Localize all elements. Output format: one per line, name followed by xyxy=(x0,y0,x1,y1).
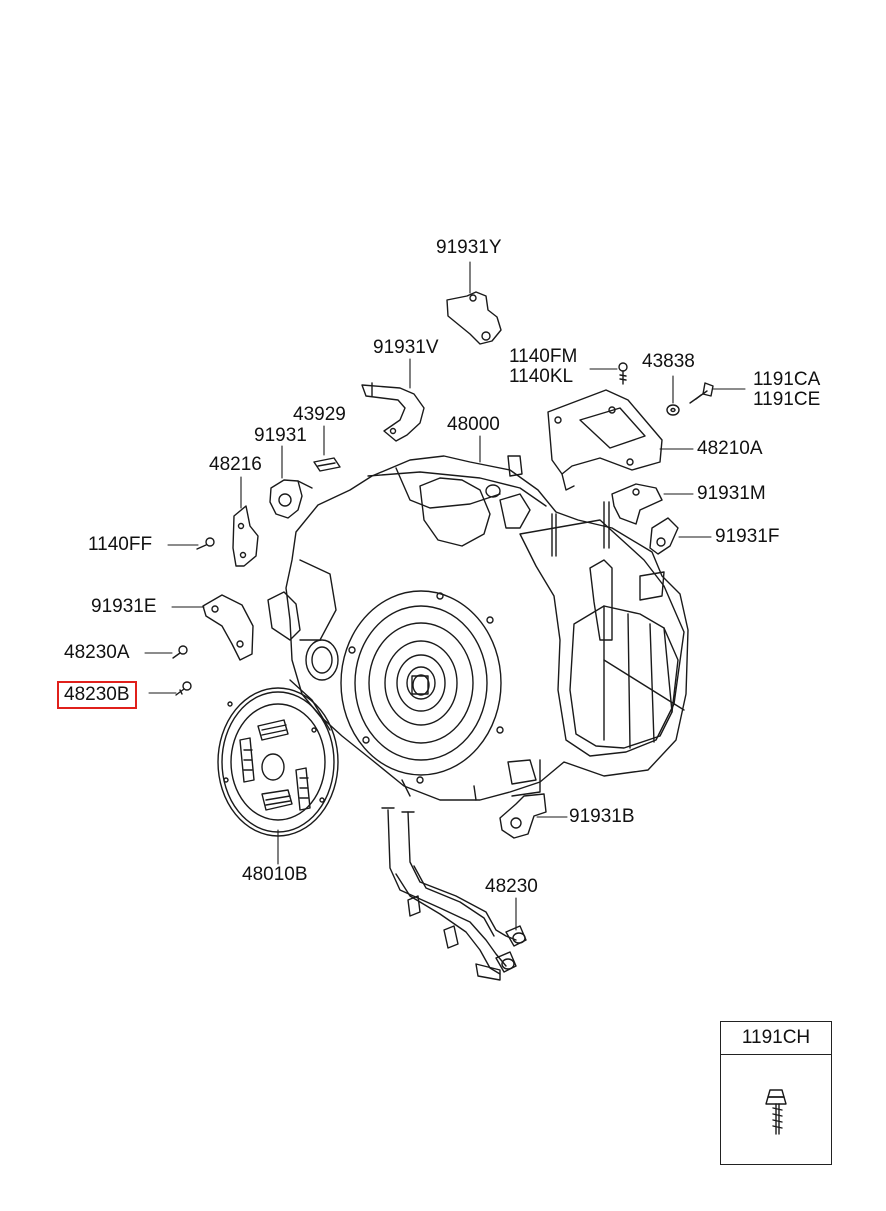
label-1191ce[interactable]: 1191CE xyxy=(753,389,821,410)
label-91931v[interactable]: 91931V xyxy=(373,337,439,358)
legend-label[interactable]: 1191CH xyxy=(721,1022,831,1055)
label-43929[interactable]: 43929 xyxy=(293,404,346,425)
bracket-48216 xyxy=(232,505,259,567)
washer-43838 xyxy=(666,404,680,416)
label-48000[interactable]: 48000 xyxy=(447,414,500,435)
drive-plate-48010b xyxy=(217,687,339,837)
label-1140kl[interactable]: 1140KL xyxy=(509,366,574,387)
label-48230[interactable]: 48230 xyxy=(485,876,538,897)
bolt-1140fm xyxy=(618,362,628,385)
legend-box-1191ch: 1191CH xyxy=(720,1021,832,1165)
label-48230b-highlighted[interactable]: 48230B xyxy=(57,681,137,709)
label-48216[interactable]: 48216 xyxy=(209,454,262,475)
label-1140fm[interactable]: 1140FM xyxy=(509,346,578,367)
label-91931e[interactable]: 91931E xyxy=(91,596,157,617)
bracket-91931b xyxy=(499,793,547,839)
bracket-91931y xyxy=(446,291,502,345)
label-91931m[interactable]: 91931M xyxy=(697,483,766,504)
label-91931b[interactable]: 91931B xyxy=(569,806,635,827)
oil-cooler-hose-48230 xyxy=(381,807,527,981)
bolt-1191ca xyxy=(689,382,714,404)
bolt-1191ch-icon xyxy=(765,1089,787,1135)
label-1140ff[interactable]: 1140FF xyxy=(88,534,153,555)
label-43838[interactable]: 43838 xyxy=(642,351,695,372)
torque-converter xyxy=(340,590,504,784)
bolt-1140ff xyxy=(196,537,215,550)
bracket-91931 xyxy=(269,479,313,519)
label-1191ca[interactable]: 1191CA xyxy=(753,369,821,390)
bolt-48230a xyxy=(172,645,188,659)
label-91931y[interactable]: 91931Y xyxy=(436,237,502,258)
label-91931[interactable]: 91931 xyxy=(254,425,307,446)
label-48010b[interactable]: 48010B xyxy=(242,864,308,885)
label-48230a[interactable]: 48230A xyxy=(64,642,130,663)
bracket-91931f xyxy=(649,517,679,555)
bracket-91931e xyxy=(202,594,254,661)
leader-lines xyxy=(144,261,746,931)
clip-43929 xyxy=(313,457,341,472)
bolt-48230b xyxy=(175,681,192,696)
label-48210a[interactable]: 48210A xyxy=(697,438,763,459)
bracket-91931m xyxy=(611,483,663,525)
label-91931f[interactable]: 91931F xyxy=(715,526,780,547)
bracket-48210a xyxy=(547,389,663,491)
bracket-91931v xyxy=(361,382,425,442)
